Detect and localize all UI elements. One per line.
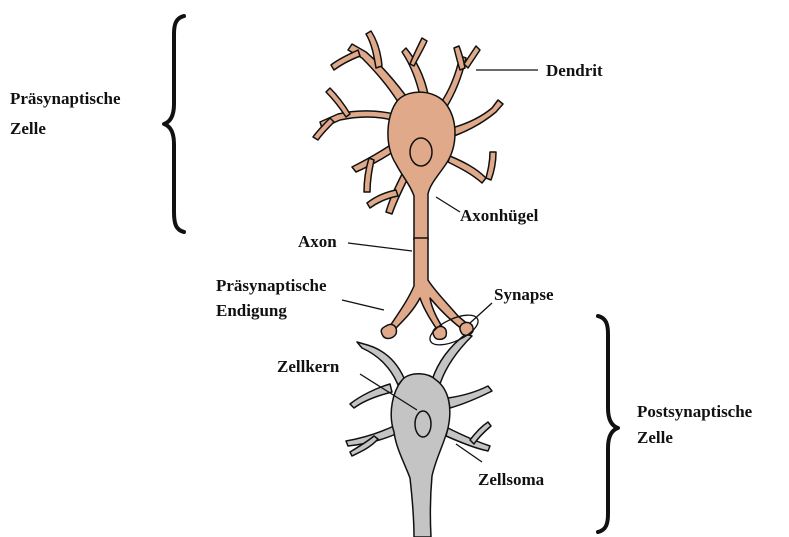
- presynaptic-ending-label-line1: Präsynaptische: [216, 276, 327, 295]
- presynaptic-cell-label-line2: Zelle: [10, 119, 46, 138]
- soma-label: Zellsoma: [478, 470, 545, 489]
- presynaptic-ending-label-line2: Endigung: [216, 301, 287, 320]
- postsynaptic-cell-label-line2: Zelle: [637, 428, 673, 447]
- axon-hillock-leader: [436, 197, 460, 212]
- nucleus-label: Zellkern: [277, 357, 340, 376]
- postsynaptic-brace: [598, 316, 618, 532]
- presynaptic-cell-label-line1: Präsynaptische: [10, 89, 121, 108]
- axon-label: Axon: [298, 232, 337, 251]
- presynaptic-nucleus: [410, 138, 432, 166]
- synapse-label: Synapse: [494, 285, 554, 304]
- presynaptic-brace: [164, 16, 184, 232]
- synapse-leader: [470, 303, 492, 323]
- postsynaptic-neuron: [346, 334, 492, 537]
- postsynaptic-cell-label-line1: Postsynaptische: [637, 402, 753, 421]
- axon-hillock-label: Axonhügel: [460, 206, 539, 225]
- axon-leader: [348, 243, 412, 251]
- axon: [390, 238, 470, 334]
- presynaptic-neuron: [313, 31, 503, 339]
- presynaptic-ending-leader: [342, 300, 384, 310]
- postsynaptic-nucleus: [415, 411, 431, 437]
- dendrite-label: Dendrit: [546, 61, 603, 80]
- postsynaptic-soma: [391, 374, 450, 537]
